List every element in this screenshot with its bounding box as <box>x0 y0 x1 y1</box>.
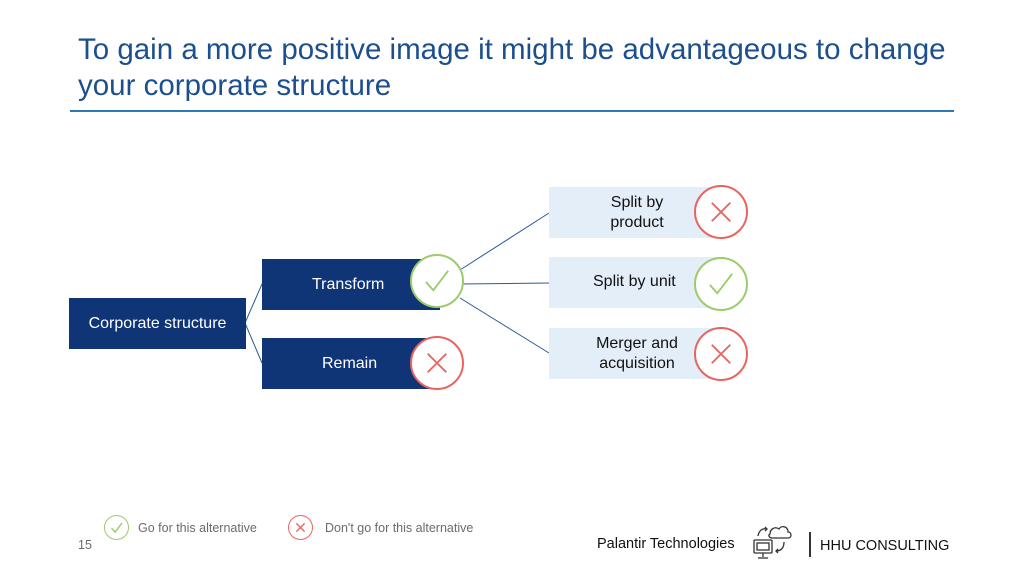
footer-divider <box>809 532 811 557</box>
legend-go-badge <box>104 515 129 540</box>
go-badge-transform <box>410 254 464 308</box>
node-remain-label: Remain <box>322 354 378 372</box>
cross-icon <box>295 522 306 533</box>
go-badge-split-by-unit <box>694 257 748 311</box>
slide-title: To gain a more positive image it might b… <box>78 33 946 102</box>
title-divider <box>70 110 954 112</box>
cross-icon <box>427 353 447 373</box>
nogo-badge-merger-and-acquisition <box>694 327 748 381</box>
checkmark-icon <box>110 522 123 534</box>
cross-icon <box>711 344 731 364</box>
page-number: 15 <box>78 538 92 552</box>
node-merger-and-acquisition: Merger and acquisition <box>549 328 725 379</box>
cross-icon <box>711 202 731 222</box>
legend-nogo-badge <box>288 515 313 540</box>
connector-transform-product <box>459 212 550 271</box>
checkmark-icon <box>709 273 733 295</box>
brand-name: HHU CONSULTING <box>820 538 950 554</box>
connector-transform-merger <box>459 297 550 354</box>
connector-root-transform <box>244 283 263 324</box>
node-merger-and-acquisition-label: Merger and acquisition <box>596 334 678 372</box>
checkmark-icon <box>425 270 449 292</box>
connector-transform-unit <box>459 282 550 285</box>
nogo-badge-remain <box>410 336 464 390</box>
root-node-label: Corporate structure <box>88 314 227 332</box>
connector-root-remain <box>244 322 263 364</box>
legend-go-label: Go for this alternative <box>138 521 257 535</box>
nogo-badge-split-by-product <box>694 185 748 239</box>
node-split-by-unit-label: Split by unit <box>593 272 676 290</box>
root-node: Corporate structure <box>69 298 246 349</box>
legend-nogo-label: Don't go for this alternative <box>325 521 474 535</box>
partner-name: Palantir Technologies <box>597 536 735 552</box>
node-split-by-product-label: Split by product <box>610 193 664 231</box>
node-transform-label: Transform <box>312 275 385 293</box>
cloud-computer-icon <box>753 525 792 559</box>
